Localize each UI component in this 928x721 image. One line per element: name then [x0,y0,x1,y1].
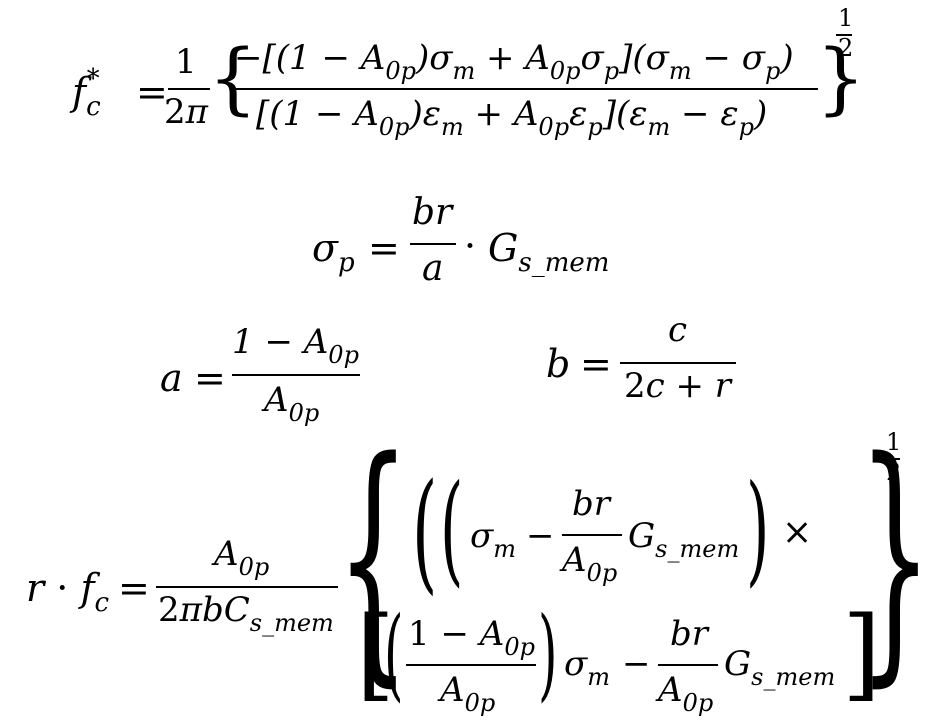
eq5-exp-bar [884,458,900,460]
eq5-bot-num: 1 − A0p [408,614,535,661]
eq2-bar [410,243,456,245]
eq3-lhs: a [160,356,183,400]
eq4-den: 2c + r [624,366,732,406]
eq3-equals: = [194,356,226,400]
eq1-exp-den: 2 [838,34,854,62]
eq5-lhs: r · fc [26,566,110,618]
eq3-den: A0p [264,380,320,427]
eq1-coef-num: 1 [175,42,197,82]
eq5-top-minus: − [526,516,555,556]
eq5-bot-den: A0p [440,670,496,717]
eq1-numerator: −[(1 − A0p)σm + A0pσp](σm − σp) [234,38,794,85]
eq1-denominator: [(1 − A0p)εm + A0pεp](εm − εp) [256,94,768,141]
eq5-bot-br: br [670,614,709,654]
eq1-exp-bar [836,34,852,36]
eq5-bot-bracket-open: [ [356,595,396,712]
eq4-equals: = [580,342,612,386]
eq2-den: a [422,248,444,289]
eq1-equals: = [136,70,168,114]
eq1-close-brace: } [816,34,866,124]
eq5-close-brace: } [858,407,928,709]
eq5-bot-bracket-close: ] [842,595,882,712]
eq5-bot-minus: − [622,644,651,684]
eq1-exp-num: 1 [838,4,854,32]
eq2-lhs: σp [312,226,355,278]
eq4-lhs: b [546,342,571,386]
eq5-bot-a0p: A0p [658,670,714,717]
eq2-dot: · [464,224,477,268]
eq2-g: Gs_mem [488,226,610,278]
eq5-top-g: Gs_mem [628,516,740,563]
eq3-num: 1 − A0p [232,322,359,369]
eq4-bar [620,362,736,364]
eq5-bot-g: Gs_mem [724,644,836,691]
eq1-open-brace: { [208,34,258,124]
eq5-exp-den: 2 [886,458,902,486]
eq4-num: c [668,310,688,350]
eq2-num: br [412,192,453,233]
eq5-bot-paren-close: ) [538,595,558,712]
eq5-exp-num: 1 [886,428,902,456]
eq5-bot-sigma: σm [564,644,610,691]
eq1-coef-bar [168,88,210,90]
eq3-bar [232,374,360,376]
eq5-open-brace: { [336,407,411,709]
eq5-coef-den: 2πbCs_mem [158,590,334,637]
eq5-bot-bar [406,664,536,666]
eq5-top-bar [562,534,622,536]
eq5-top-a0p: A0p [562,540,618,587]
eq5-times: × [782,512,813,553]
eq5-coef-num: A0p [214,534,270,581]
eq5-top-br: br [572,484,611,524]
eq1-coef-den: 2π [164,92,208,132]
eq5-top-paren-open: ( [440,460,464,599]
eq2-equals: = [368,226,400,270]
eq5-top-sigma: σm [470,516,516,563]
eq5-equals: = [118,566,150,610]
eq5-bot-paren-open: ( [384,595,404,712]
eq1-lhs: fc* [72,64,101,122]
eq5-coef-bar [156,586,338,588]
eq5-bot-bar2 [658,664,718,666]
eq1-main-bar [234,88,818,90]
eq5-top-paren-outer-open: ( [412,455,438,607]
eq5-top-paren-close: ) [746,460,770,599]
